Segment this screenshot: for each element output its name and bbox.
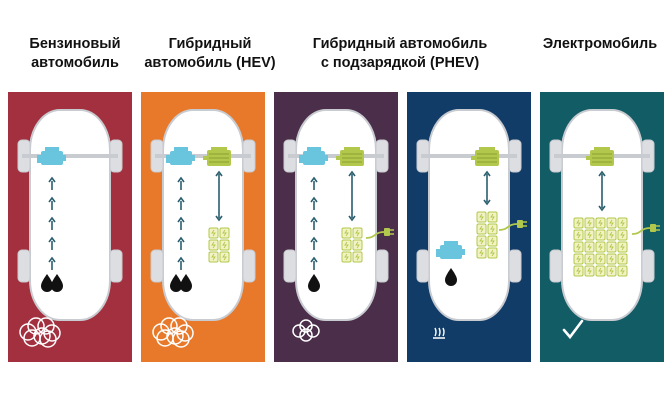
powertrain xyxy=(37,147,66,292)
battery-pack-icon xyxy=(476,211,498,259)
engine-icon xyxy=(436,241,465,259)
wheel xyxy=(17,249,31,283)
exhaust-icon xyxy=(433,327,445,339)
fuel-drop-icon xyxy=(308,274,320,292)
title-phev: Гибридный автомобиль с подзарядкой (PHEV… xyxy=(309,35,491,73)
exhaust-smoke-icon xyxy=(292,319,320,342)
car-diagram xyxy=(274,92,398,362)
fuel-flow-arrow xyxy=(310,196,318,210)
car-diagram xyxy=(540,92,664,362)
title-electric-text: Электромобиль xyxy=(542,36,658,52)
car-body xyxy=(549,109,655,321)
fuel-flow-arrow xyxy=(177,196,185,210)
fuel-drop-icon xyxy=(180,274,192,292)
exhaust-smoke-icon xyxy=(19,317,61,348)
wheel xyxy=(416,249,430,283)
fuel-flow-arrow xyxy=(310,176,318,190)
energy-flow-arrow xyxy=(215,170,223,222)
electric-motor-icon xyxy=(471,147,499,166)
fuel-drop-icon xyxy=(170,274,182,292)
fuel-drop-icon xyxy=(51,274,63,292)
powertrain xyxy=(299,147,394,292)
electric-motor-icon xyxy=(336,147,364,166)
powertrain xyxy=(436,147,527,286)
engine-icon xyxy=(37,147,66,165)
wheel xyxy=(641,249,655,283)
fuel-flow-arrow xyxy=(177,176,185,190)
panel-phev xyxy=(274,92,398,362)
electric-motor-icon xyxy=(203,147,231,166)
title-hev-text: Гибридный автомобиль (HEV) xyxy=(144,36,276,71)
battery-pack-icon xyxy=(573,217,628,277)
wheel xyxy=(283,249,297,283)
charging-plug-icon xyxy=(498,220,527,231)
title-gasoline: Бензиновый автомобиль xyxy=(0,35,150,73)
panel-hev xyxy=(141,92,265,362)
wheel xyxy=(375,249,389,283)
engine-icon xyxy=(166,147,195,165)
fuel-flow-arrow xyxy=(177,236,185,250)
electric-motor-icon xyxy=(586,147,614,166)
fuel-flow-arrow xyxy=(48,236,56,250)
fuel-flow-arrow xyxy=(310,216,318,230)
panel-phev-ev-mode xyxy=(407,92,531,362)
title-electric: Электромобиль xyxy=(530,35,670,54)
fuel-flow-arrow xyxy=(310,236,318,250)
exhaust-smoke-icon xyxy=(152,317,194,348)
engine-icon xyxy=(299,147,328,165)
energy-flow-arrow xyxy=(483,170,491,206)
title-hev: Гибридный автомобиль (HEV) xyxy=(135,35,285,73)
car-body xyxy=(283,109,389,321)
wheel xyxy=(150,249,164,283)
fuel-flow-arrow xyxy=(177,216,185,230)
car-diagram xyxy=(141,92,265,362)
wheel xyxy=(242,249,256,283)
car-body xyxy=(150,109,256,321)
energy-flow-arrow xyxy=(348,170,356,222)
panel-electric xyxy=(540,92,664,362)
wheel xyxy=(549,249,563,283)
powertrain xyxy=(573,147,660,277)
fuel-flow-arrow xyxy=(48,256,56,270)
car-diagram xyxy=(8,92,132,362)
powertrain xyxy=(166,147,231,292)
energy-flow-arrow xyxy=(598,170,606,212)
car-diagram xyxy=(407,92,531,362)
wheel xyxy=(109,249,123,283)
battery-pack-icon xyxy=(208,227,230,263)
fuel-flow-arrow xyxy=(177,256,185,270)
fuel-flow-arrow xyxy=(310,256,318,270)
charging-plug-icon xyxy=(631,224,660,235)
car-body xyxy=(416,109,522,321)
charging-plug-icon xyxy=(365,228,394,239)
wheel xyxy=(508,249,522,283)
fuel-flow-arrow xyxy=(48,216,56,230)
panel-gasoline xyxy=(8,92,132,362)
title-gasoline-text: Бензиновый автомобиль xyxy=(29,36,121,71)
fuel-drop-icon xyxy=(445,268,457,286)
car-body xyxy=(17,109,123,321)
fuel-flow-arrow xyxy=(48,196,56,210)
fuel-flow-arrow xyxy=(48,176,56,190)
checkmark-icon xyxy=(562,319,584,340)
fuel-drop-icon xyxy=(41,274,53,292)
battery-pack-icon xyxy=(341,227,363,263)
title-phev-text: Гибридный автомобиль с подзарядкой (PHEV… xyxy=(312,36,488,71)
